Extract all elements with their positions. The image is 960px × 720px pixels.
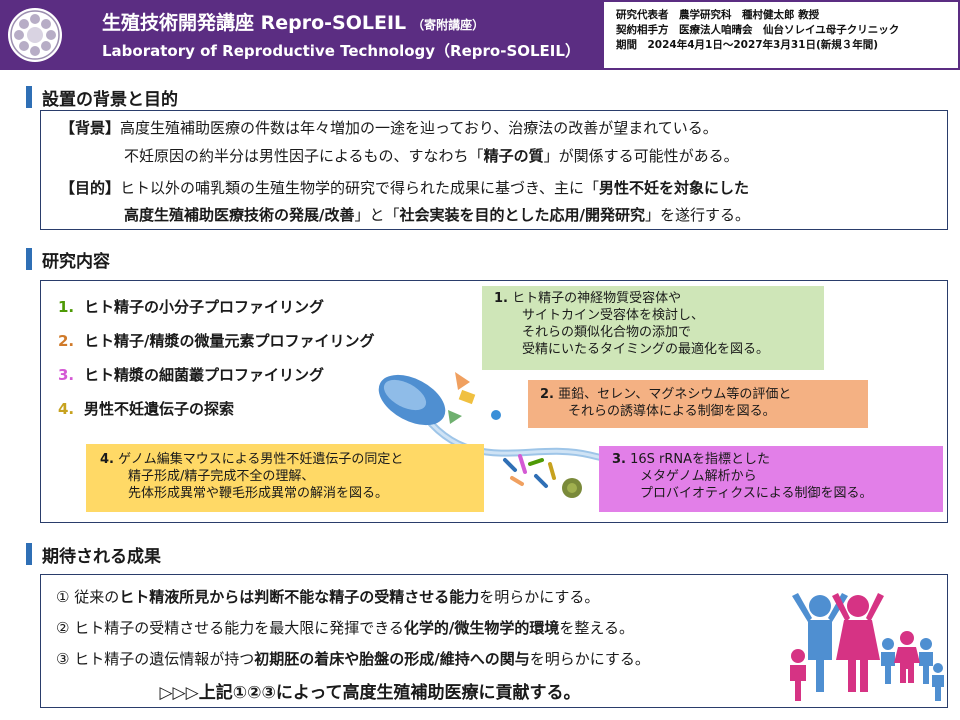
conclusion-line: ▷▷▷上記①②③によって高度生殖補助医療に貢献する。 — [159, 683, 581, 703]
page-title: 生殖技術開発講座 Repro-SOLEIL（寄附講座） — [102, 12, 485, 34]
research-item-1: 1.ヒト精子の小分子プロファイリング — [58, 298, 325, 316]
note-box-2 — [528, 380, 868, 428]
note-box-1 — [482, 286, 824, 370]
outcome-2: ② ヒト精子の受精させる能力を最大限に発揮できる化学的/微生物学的環境を整える。 — [56, 619, 634, 637]
note-3-text: 3. 16S rRNAを指標とした メタゲノム解析から プロバイオティクスによる… — [612, 452, 873, 501]
project-info-panel: 研究代表者 農学研究科 種村健太郎 教授 契約相手方 医療法人咱晴会 仙台ソレイ… — [602, 0, 960, 70]
note-2-text: 2. 亜鉛、セレン、マグネシウム等の評価と それらの誘導体による制御を図る。 — [540, 387, 792, 419]
background-line-2: 不妊原因の約半分は男性因子によるもの、すなわち「精子の質」が関係する可能性がある… — [124, 147, 739, 165]
header-title-panel: 生殖技術開発講座 Repro-SOLEIL（寄附講座） Laboratory o… — [0, 0, 602, 70]
research-item-2: 2.ヒト精子/精漿の微量元素プロファイリング — [58, 332, 375, 350]
note-4-text: 4. ゲノム編集マウスによる男性不妊遺伝子の同定と 精子形成/精子完成不全の理解… — [100, 452, 404, 501]
header: 生殖技術開発講座 Repro-SOLEIL（寄附講座） Laboratory o… — [0, 0, 960, 70]
section-bar — [26, 248, 32, 270]
project-info: 研究代表者 農学研究科 種村健太郎 教授 契約相手方 医療法人咱晴会 仙台ソレイ… — [616, 8, 899, 53]
background-line-1: 【背景】高度生殖補助医療の件数は年々増加の一途を辿っており、治療法の改善が望まれ… — [60, 119, 718, 137]
purpose-line-1: 【目的】ヒト以外の哺乳類の生殖生物学的研究で得られた成果に基づき、主に「男性不妊… — [60, 179, 749, 197]
research-item-3: 3.ヒト精漿の細菌叢プロファイリング — [58, 366, 325, 384]
outcome-3: ③ ヒト精子の遺伝情報が持つ初期胚の着床や胎盤の形成/維持への関与を明らかにする… — [56, 650, 650, 668]
section-bar — [26, 86, 32, 108]
note-box-4 — [86, 444, 484, 512]
purpose-line-2: 高度生殖補助医療技術の発展/改善」と「社会実装を目的とした応用/開発研究」を遂行… — [124, 206, 750, 224]
university-seal-icon — [8, 8, 62, 62]
outcome-1: ① 従来のヒト精液所見からは判断不能な精子の受精させる能力を明らかにする。 — [56, 588, 600, 606]
family-illustration — [790, 593, 944, 701]
info-partner: 契約相手方 医療法人咱晴会 仙台ソレイユ母子クリニック — [616, 24, 900, 36]
note-box-3 — [599, 446, 943, 512]
page-subtitle: Laboratory of Reproductive Technology（Re… — [102, 42, 580, 60]
info-representative: 研究代表者 農学研究科 種村健太郎 教授 — [616, 9, 820, 21]
research-item-4: 4.男性不妊遺伝子の探索 — [58, 400, 235, 418]
background-purpose-box — [40, 110, 948, 230]
info-period: 期間 2024年4月1日～2027年3月31日(新規３年間) — [616, 39, 879, 51]
section-bar — [26, 543, 32, 565]
note-1-text: 1. ヒト精子の神経物質受容体や サイトカイン受容体を検討し、 それらの類似化合… — [494, 291, 770, 357]
